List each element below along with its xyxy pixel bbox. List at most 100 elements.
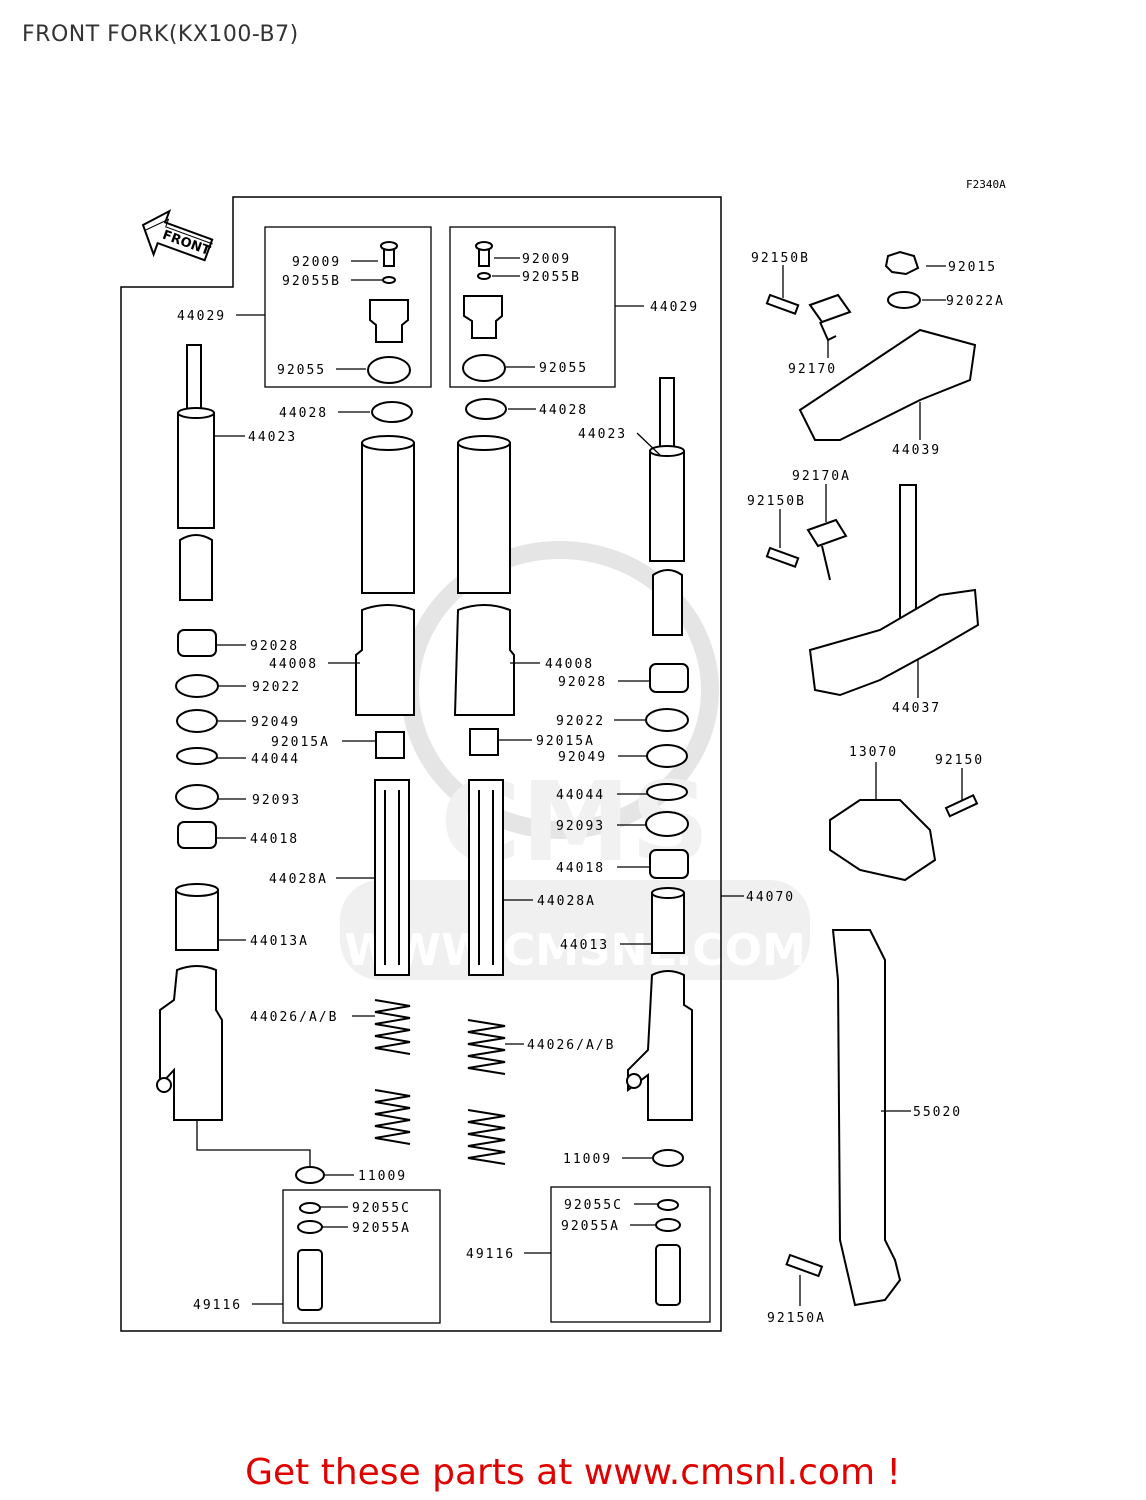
label-44026-left: 44026/A/B xyxy=(250,1010,338,1025)
label-92093-right: 92093 xyxy=(556,819,605,834)
lower-leg-left xyxy=(156,965,223,1121)
label-92170: 92170 xyxy=(788,362,837,377)
bolt-92150a xyxy=(785,1253,824,1278)
label-92055c-right: 92055C xyxy=(564,1198,623,1213)
label-44039: 44039 xyxy=(892,443,941,458)
label-92028-left: 92028 xyxy=(250,639,299,654)
label-92055-right: 92055 xyxy=(539,361,588,376)
spring-right xyxy=(467,1019,506,1165)
label-44044-left: 44044 xyxy=(251,752,300,767)
seal-92028-right xyxy=(649,663,689,693)
oil-seal-92049-right xyxy=(646,744,688,768)
label-92055b-left: 92055B xyxy=(282,274,341,289)
label-44018-left: 44018 xyxy=(250,832,299,847)
label-92150b-mid: 92150B xyxy=(747,494,806,509)
washer-92022-left xyxy=(175,674,219,698)
label-92028-right: 92028 xyxy=(558,675,607,690)
cap-bolt-right xyxy=(462,241,506,382)
label-92055c-left: 92055C xyxy=(352,1201,411,1216)
label-92022-right: 92022 xyxy=(556,714,605,729)
label-44008-left: 44008 xyxy=(269,657,318,672)
seal-92028-left xyxy=(177,629,217,657)
label-92150a: 92150A xyxy=(767,1311,826,1326)
assembly-frame xyxy=(120,196,722,1332)
label-92015: 92015 xyxy=(948,260,997,275)
label-44070: 44070 xyxy=(746,890,795,905)
label-44029-right: 44029 xyxy=(650,300,699,315)
label-92022-left: 92022 xyxy=(252,680,301,695)
label-92022a: 92022A xyxy=(946,294,1005,309)
watermark-text: WWW.CMSNL.COM xyxy=(344,925,806,976)
label-92049-right: 92049 xyxy=(558,750,607,765)
cap-bolt-left xyxy=(367,241,411,384)
label-92009-left: 92009 xyxy=(292,255,341,270)
cap-kit-box-left xyxy=(264,226,432,388)
bolt-92150b-mid xyxy=(765,546,800,568)
page-title: FRONT FORK(KX100-B7) xyxy=(22,22,299,47)
guard-55020 xyxy=(831,929,902,1307)
gasket-11009-left xyxy=(295,1166,325,1184)
outer-tube-left xyxy=(355,435,415,716)
circlip-44044-left xyxy=(176,747,218,765)
valve-left xyxy=(297,1202,323,1311)
outer-tube-right xyxy=(453,435,515,716)
slider-44013a-left xyxy=(175,883,219,951)
bushing-44018-right xyxy=(649,849,689,879)
label-92093-left: 92093 xyxy=(252,793,301,808)
label-44013: 44013 xyxy=(560,938,609,953)
label-92015a-left: 92015A xyxy=(271,735,330,750)
valve-kit-box-left xyxy=(282,1189,441,1324)
label-44028a-left: 44028A xyxy=(269,872,328,887)
label-44026-right: 44026/A/B xyxy=(527,1038,615,1053)
label-92055a-left: 92055A xyxy=(352,1221,411,1236)
steering-stem-44037 xyxy=(808,484,980,697)
label-92049-left: 92049 xyxy=(251,715,300,730)
label-44018-right: 44018 xyxy=(556,861,605,876)
dust-seal-92093-left xyxy=(175,784,219,810)
label-44013a: 44013A xyxy=(250,934,309,949)
figure-code: F2340A xyxy=(966,178,1006,191)
washer-92022-right xyxy=(645,708,689,732)
bolt-92150 xyxy=(944,793,979,818)
label-44023-left: 44023 xyxy=(248,430,297,445)
exploded-parts-diagram: WWW.CMSNL.COM CMS FRONT xyxy=(120,196,1005,1332)
guide-ring-right xyxy=(465,398,507,420)
label-92055a-right: 92055A xyxy=(561,1219,620,1234)
label-92009-right: 92009 xyxy=(522,252,571,267)
label-55020: 55020 xyxy=(913,1105,962,1120)
dust-seal-92093-right xyxy=(645,811,689,837)
label-11009-right: 11009 xyxy=(563,1152,612,1167)
nut-left xyxy=(375,731,405,759)
inner-tube-left xyxy=(177,344,215,601)
footer-promo-link[interactable]: Get these parts at www.cmsnl.com ! xyxy=(245,1452,901,1493)
gasket-11009-right xyxy=(652,1149,684,1167)
label-92055-left: 92055 xyxy=(277,363,326,378)
guide-ring-left xyxy=(371,401,413,423)
label-49116-left: 49116 xyxy=(193,1298,242,1313)
spring-left xyxy=(374,999,411,1145)
valve-kit-box-right xyxy=(550,1186,711,1323)
bolt-92150b-top xyxy=(765,293,800,315)
label-44029-left: 44029 xyxy=(177,309,226,324)
label-92170a: 92170A xyxy=(792,469,851,484)
label-44037: 44037 xyxy=(892,701,941,716)
label-49116-right: 49116 xyxy=(466,1247,515,1262)
label-92150b-top: 92150B xyxy=(751,251,810,266)
label-44028-left: 44028 xyxy=(279,406,328,421)
lower-leg-right xyxy=(626,970,693,1121)
oil-seal-92049-left xyxy=(176,709,218,733)
label-44028a-right: 44028A xyxy=(537,894,596,909)
label-11009-left: 11009 xyxy=(358,1169,407,1184)
inner-tube-right xyxy=(649,377,685,636)
clamp-92170a xyxy=(806,518,848,581)
label-92055b-right: 92055B xyxy=(522,270,581,285)
bushing-44018-left xyxy=(177,821,217,849)
damper-rod-right xyxy=(468,779,504,976)
label-92150: 92150 xyxy=(935,753,984,768)
label-44008-right: 44008 xyxy=(545,657,594,672)
label-13070: 13070 xyxy=(849,745,898,760)
nut-right xyxy=(469,728,499,756)
upper-bracket-44039 xyxy=(798,328,977,441)
damper-rod-left xyxy=(374,779,410,976)
slider-44013-right xyxy=(651,887,685,954)
